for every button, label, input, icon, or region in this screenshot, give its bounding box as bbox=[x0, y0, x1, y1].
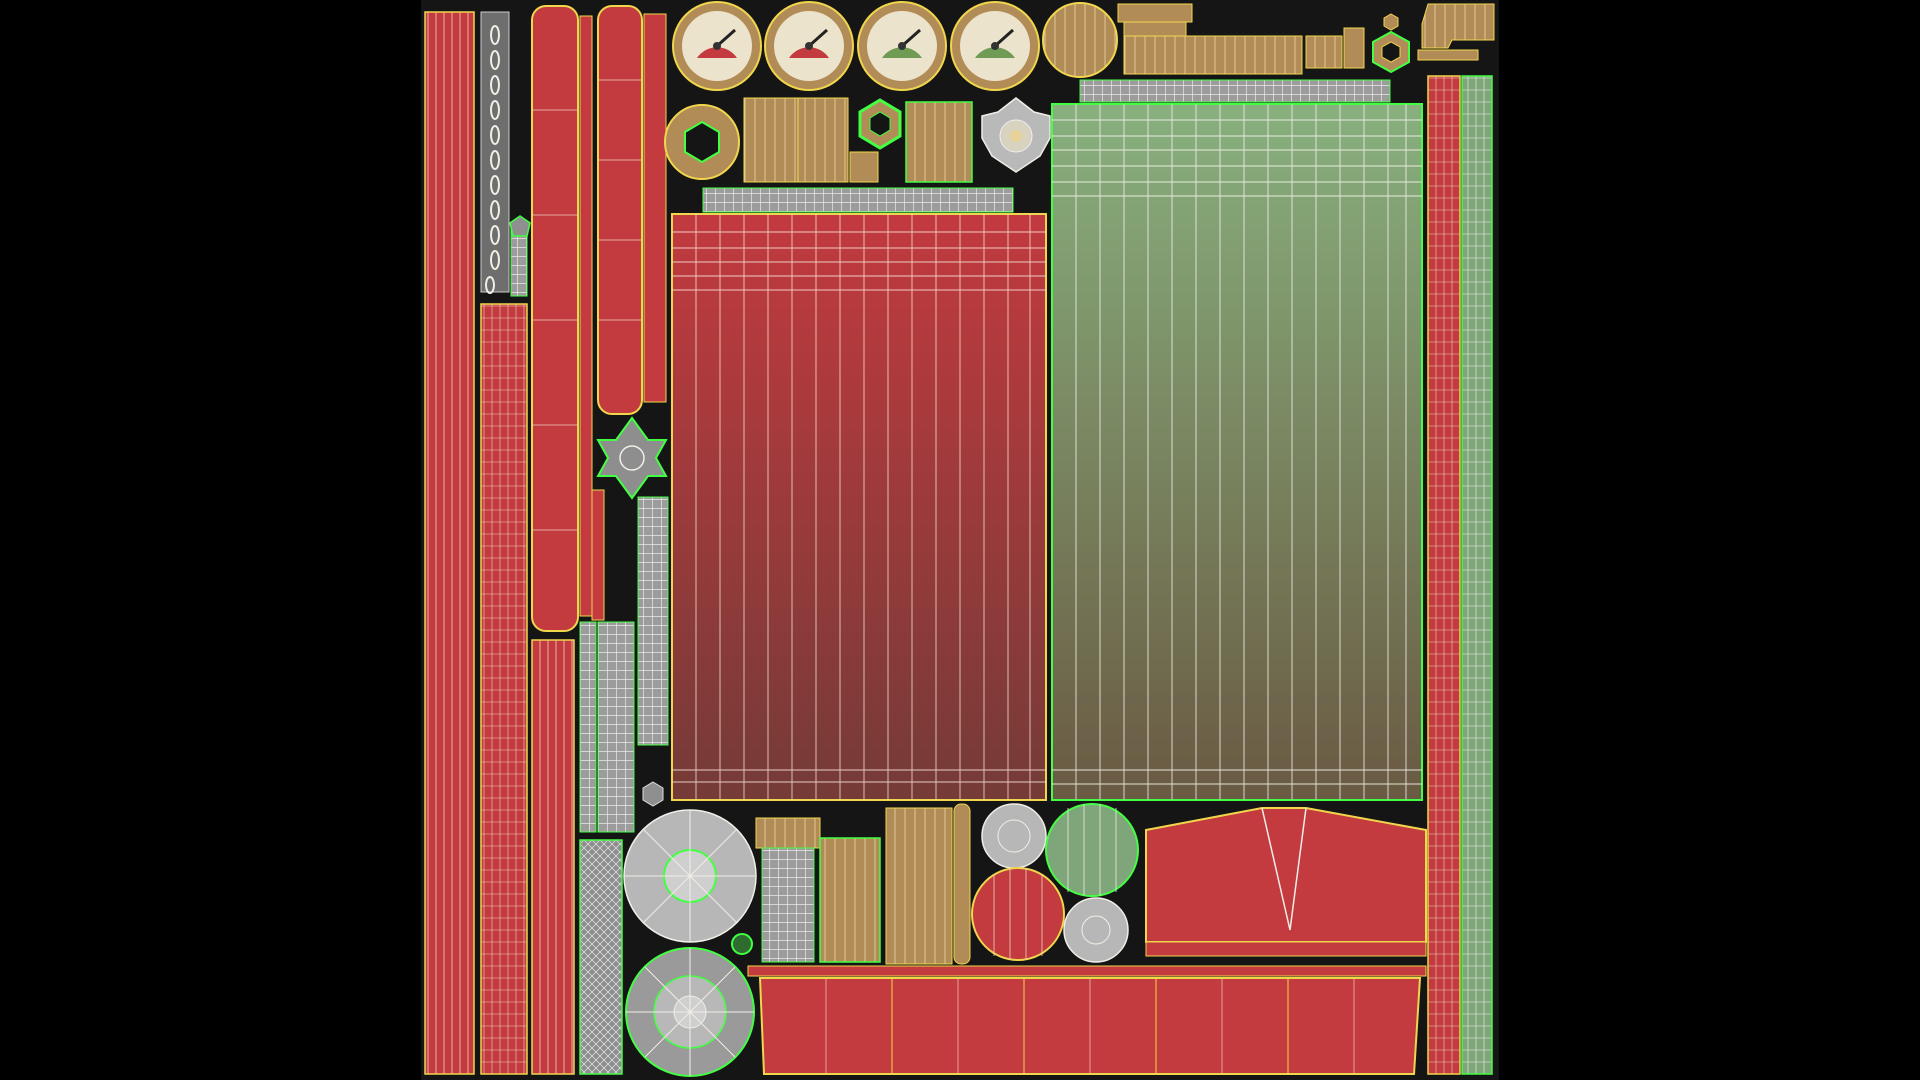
red-base-rim bbox=[747, 965, 1427, 977]
brass-stub-b bbox=[849, 151, 879, 183]
red-disc bbox=[971, 867, 1065, 961]
red-housing bbox=[1145, 807, 1427, 943]
brass-stub bbox=[1343, 27, 1365, 69]
pressure-gauge-icon bbox=[672, 1, 762, 91]
pentagon-cap bbox=[509, 215, 531, 237]
red-pipe-2 bbox=[597, 5, 643, 415]
brass-rod bbox=[953, 803, 971, 965]
green-disc bbox=[1045, 803, 1139, 897]
chain-icon bbox=[485, 25, 500, 294]
grey-column-b bbox=[597, 621, 635, 833]
red-tank-panel bbox=[671, 213, 1047, 801]
brass-cap bbox=[1042, 2, 1118, 78]
brass-block-top bbox=[1117, 3, 1193, 23]
grey-pin bbox=[510, 227, 528, 297]
grey-disc-small bbox=[1063, 897, 1129, 963]
disc-cap-icon bbox=[625, 947, 755, 1077]
brass-collar bbox=[1305, 35, 1343, 69]
disc-cap-icon bbox=[623, 809, 757, 943]
small-hex-top bbox=[1383, 13, 1399, 31]
brass-elbow bbox=[1421, 3, 1495, 49]
brass-strip-label bbox=[1417, 49, 1479, 61]
red-pipe-1 bbox=[531, 5, 579, 632]
brass-fitting bbox=[819, 837, 881, 963]
brass-spool bbox=[905, 101, 973, 183]
red-strip-long bbox=[424, 11, 475, 1075]
green-tank-panel bbox=[1051, 103, 1423, 801]
valve-wheel-icon bbox=[981, 97, 1051, 173]
small-hex-nut bbox=[642, 781, 664, 807]
red-tab bbox=[591, 489, 605, 621]
grey-small-disc bbox=[981, 803, 1047, 869]
brass-bracket bbox=[743, 97, 799, 183]
red-pipe-1-edge bbox=[579, 15, 593, 617]
pressure-gauge-icon bbox=[950, 1, 1040, 91]
brass-block-b bbox=[797, 97, 849, 183]
red-pipe-2-edge bbox=[643, 13, 667, 403]
red-strip-lower bbox=[531, 639, 575, 1075]
red-lip bbox=[1145, 941, 1427, 957]
pressure-gauge-icon bbox=[764, 1, 854, 91]
mesh-column bbox=[579, 839, 623, 1075]
pressure-gauge-icon bbox=[857, 1, 947, 91]
red-strip-right bbox=[1427, 75, 1461, 1075]
brass-post bbox=[885, 807, 953, 965]
star-hex-nut bbox=[596, 416, 668, 500]
brass-block-mid bbox=[1123, 21, 1187, 37]
green-rivet bbox=[731, 933, 753, 955]
grey-ladder-strip bbox=[637, 496, 669, 746]
grey-bar-right bbox=[1079, 79, 1391, 103]
green-strip-right bbox=[1461, 75, 1493, 1075]
grey-column-a bbox=[579, 621, 597, 833]
red-strip-grid bbox=[480, 303, 528, 1075]
grey-spring-top bbox=[755, 817, 821, 849]
brass-tube bbox=[1123, 35, 1303, 75]
grey-spring bbox=[761, 847, 815, 963]
grey-bar-left bbox=[702, 187, 1014, 213]
